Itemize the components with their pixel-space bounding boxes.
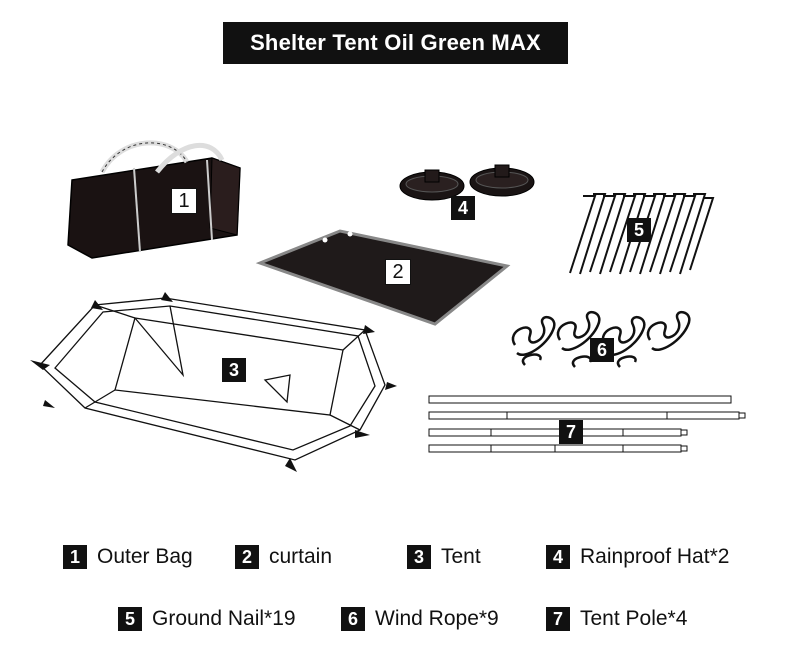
legend-item-curtain: 2 curtain — [235, 544, 332, 570]
legend-number: 3 — [407, 545, 431, 569]
legend-number: 4 — [546, 545, 570, 569]
figure-badge-4: 4 — [451, 196, 475, 220]
legend-item-ground-nail: 5 Ground Nail*19 — [118, 606, 296, 632]
legend-item-tent: 3 Tent — [407, 544, 481, 570]
legend-item-tent-pole: 7 Tent Pole*4 — [546, 606, 687, 632]
tent-pole-icon — [427, 393, 747, 455]
legend-number: 7 — [546, 607, 570, 631]
figure-badge-3: 3 — [222, 358, 246, 382]
legend-item-wind-rope: 6 Wind Rope*9 — [341, 606, 499, 632]
legend-label: Tent — [441, 545, 481, 568]
rainproof-hat-icon — [398, 160, 536, 208]
figure-badge-7: 7 — [559, 420, 583, 444]
figure-badge-6: 6 — [590, 338, 614, 362]
legend-label: Wind Rope*9 — [375, 607, 499, 630]
legend-label: curtain — [269, 545, 333, 568]
outer-bag-icon — [62, 140, 247, 265]
legend-label: Tent Pole*4 — [580, 607, 688, 630]
legend-number: 5 — [118, 607, 142, 631]
legend-item-rainproof-hat: 4 Rainproof Hat*2 — [546, 544, 729, 570]
legend-number: 2 — [235, 545, 259, 569]
page-title: Shelter Tent Oil Green MAX — [223, 22, 568, 64]
legend-label: Ground Nail*19 — [152, 607, 296, 630]
legend-label: Rainproof Hat*2 — [580, 545, 730, 568]
wind-rope-icon — [505, 305, 705, 375]
tent-icon — [25, 290, 405, 475]
curtain-icon — [255, 228, 513, 326]
legend-label: Outer Bag — [97, 545, 193, 568]
ground-nail-icon — [565, 188, 715, 278]
legend-number: 6 — [341, 607, 365, 631]
figure-badge-1: 1 — [171, 188, 197, 214]
figure-badge-2: 2 — [385, 259, 411, 285]
legend-number: 1 — [63, 545, 87, 569]
legend-item-outer-bag: 1 Outer Bag — [63, 544, 193, 570]
figure-badge-5: 5 — [627, 218, 651, 242]
